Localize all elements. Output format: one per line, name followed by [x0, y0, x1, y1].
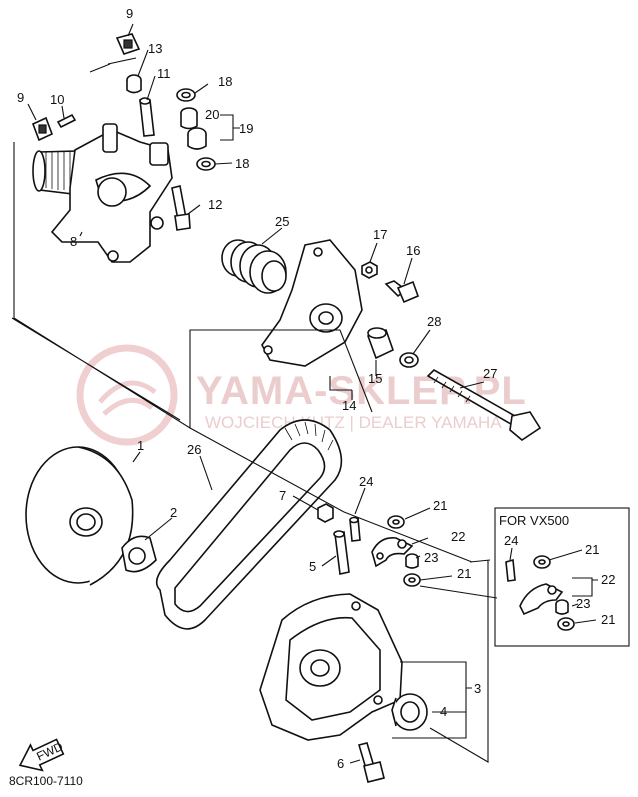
- callout-11: 11: [157, 66, 171, 81]
- part-16-bolt: [384, 280, 420, 304]
- part-17-nut: [361, 261, 378, 279]
- callout-5: 5: [309, 559, 316, 574]
- callout-6: 6: [337, 756, 344, 771]
- callout-18b: 18: [235, 156, 249, 171]
- part-18b-washer: [196, 157, 216, 171]
- inset-vx500: FOR VX500: [494, 507, 630, 647]
- part-14-cap: [261, 239, 363, 367]
- watermark-logo-icon: [76, 344, 178, 446]
- part-9b-slider: [31, 116, 54, 142]
- part-13-nut: [126, 74, 142, 94]
- part-19-collar: [187, 127, 207, 150]
- callout-9a: 9: [126, 6, 133, 21]
- callout-24: 24: [359, 474, 373, 489]
- callout-18a: 18: [218, 74, 232, 89]
- callout-21a: 21: [433, 498, 447, 513]
- part-2-bushing: [121, 535, 157, 573]
- part-4-bushing: [391, 693, 428, 731]
- watermark-subtitle: WOJCIECH KUTZ | DEALER YAMAHA: [205, 413, 502, 432]
- part-28-washer: [399, 352, 419, 368]
- part-23-collar: [405, 553, 419, 569]
- part-12-bolt: [171, 185, 191, 231]
- part-10-pin: [56, 113, 77, 129]
- callout-17: 17: [373, 227, 387, 242]
- callout-8: 8: [70, 234, 77, 249]
- part-8-spider-assembly: [32, 123, 173, 263]
- inset-callout-22: 22: [601, 572, 615, 587]
- part-1-sheave: [25, 446, 134, 586]
- callout-10: 10: [50, 92, 64, 107]
- callout-25: 25: [275, 214, 289, 229]
- callout-26: 26: [187, 442, 201, 457]
- callout-22: 22: [451, 529, 465, 544]
- leader-lines: [11, 23, 498, 764]
- part-3-housing: [259, 593, 403, 741]
- inset-title: FOR VX500: [499, 513, 569, 528]
- part-27-long-bolt: [426, 369, 542, 441]
- callout-14: 14: [342, 398, 356, 413]
- callout-19: 19: [239, 121, 253, 136]
- inset-callout-24: 24: [504, 533, 518, 548]
- callout-3: 3: [474, 681, 481, 696]
- callout-13: 13: [148, 41, 162, 56]
- part-15-bushing: [366, 327, 394, 360]
- drawing-code: 8CR100-7110: [9, 774, 83, 788]
- part-21b-washer: [403, 573, 421, 587]
- part-9a-slider: [115, 33, 141, 55]
- part-7-nut: [317, 503, 334, 523]
- callout-12: 12: [208, 197, 222, 212]
- callout-20: 20: [205, 107, 219, 122]
- callout-labels: 9 13 11 18 20 19 18 9 10 12 8 25 17 16 2…: [17, 6, 615, 771]
- inset-callout-21a: 21: [585, 542, 599, 557]
- part-20-bushing: [180, 107, 198, 130]
- callout-23: 23: [424, 550, 438, 565]
- callout-15: 15: [368, 371, 382, 386]
- callout-4: 4: [440, 704, 447, 719]
- part-26-belt: [155, 419, 343, 630]
- part-24-pin: [349, 516, 361, 542]
- inset-callout-21b: 21: [601, 612, 615, 627]
- callout-7: 7: [279, 488, 286, 503]
- part-22-weight: [371, 536, 414, 568]
- part-25-spring: [221, 239, 287, 294]
- fwd-arrow-icon: FWD: [18, 738, 65, 772]
- callout-16: 16: [406, 243, 420, 258]
- inset-callout-23: 23: [576, 596, 590, 611]
- callout-2: 2: [170, 505, 177, 520]
- watermark-brand: YAMA-SKLEP.PL: [196, 369, 527, 413]
- part-21a-washer: [387, 515, 405, 529]
- callout-28: 28: [427, 314, 441, 329]
- callout-27: 27: [483, 366, 497, 381]
- part-5-pin: [333, 530, 350, 575]
- callout-21b: 21: [457, 566, 471, 581]
- part-18a-washer: [176, 88, 196, 102]
- callout-9b: 9: [17, 90, 24, 105]
- callout-1: 1: [137, 438, 144, 453]
- part-11-pin: [139, 97, 155, 137]
- part-6-bolt: [357, 742, 385, 783]
